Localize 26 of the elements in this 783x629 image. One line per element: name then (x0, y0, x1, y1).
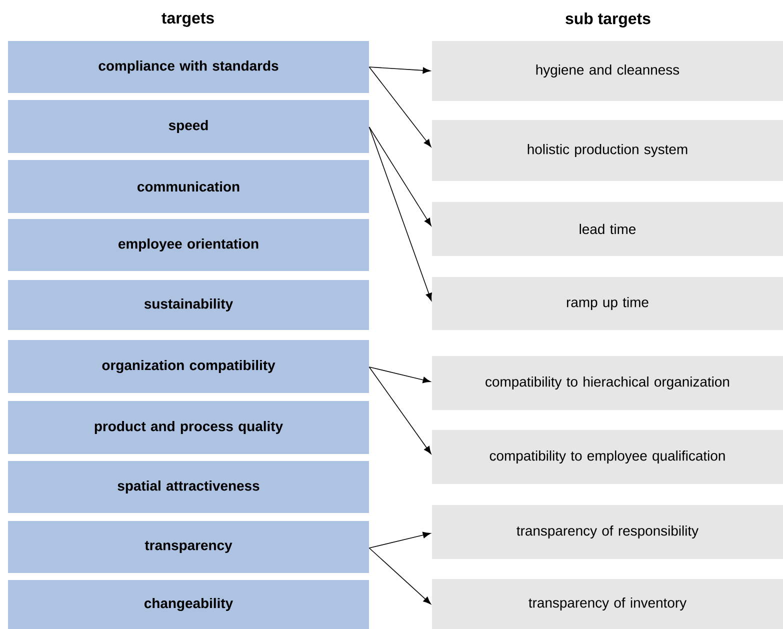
arrow (368, 126, 432, 301)
target-box: organization compatibility (8, 340, 369, 393)
target-box: changeability (8, 580, 369, 629)
target-box: compliance with standards (8, 41, 369, 93)
sub-target-box: holistic production system (432, 120, 783, 181)
sub-target-box: compatibility to employee qualification (432, 430, 783, 484)
arrow (368, 66, 432, 148)
target-box: employee orientation (8, 218, 369, 271)
sub-target-box: transparency of responsibility (432, 504, 783, 559)
arrow (368, 366, 432, 454)
target-box: product and process quality (8, 400, 369, 454)
sub-target-box: compatibility to hierachical organization (432, 356, 783, 410)
sub-target-box: hygiene and cleanness (432, 41, 783, 101)
target-box: spatial attractiveness (8, 460, 369, 513)
target-box: sustainability (8, 280, 369, 330)
target-box: communication (8, 160, 369, 213)
sub-target-box: ramp up time (432, 276, 783, 330)
arrow (368, 532, 431, 548)
arrow (368, 126, 432, 226)
target-box: transparency (8, 520, 369, 573)
arrow (368, 66, 431, 74)
sub-target-box: lead time (432, 202, 783, 256)
target-box: speed (8, 100, 369, 153)
arrow (368, 548, 432, 604)
arrow (368, 366, 431, 384)
sub-target-box: transparency of inventory (432, 578, 783, 629)
